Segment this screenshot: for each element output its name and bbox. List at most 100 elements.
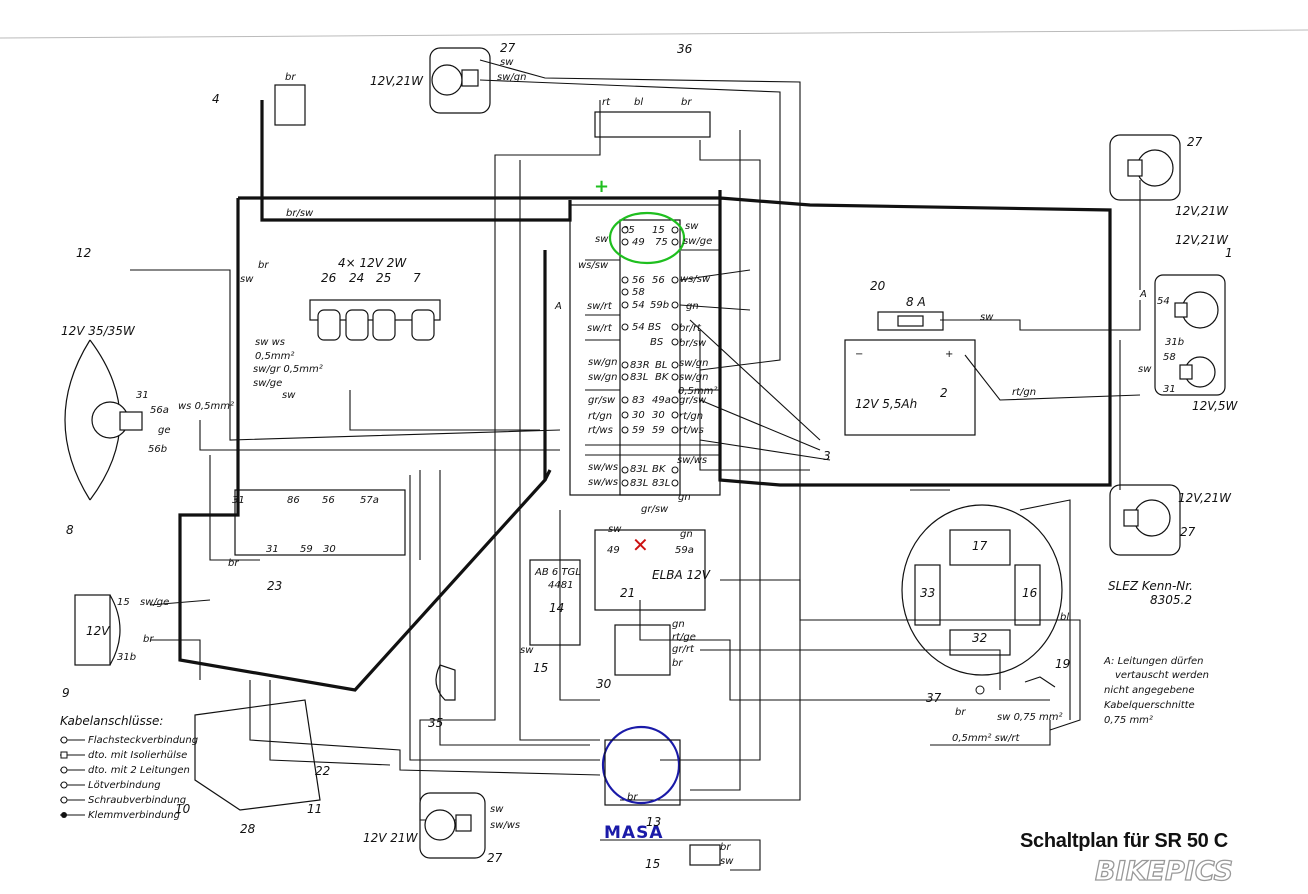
label-14: 14 bbox=[549, 601, 564, 615]
switch-block-23 bbox=[234, 489, 406, 556]
wire-tag: bl bbox=[634, 97, 643, 108]
term-75: 75 bbox=[655, 237, 668, 248]
label-32: 32 bbox=[972, 631, 987, 645]
term-bk-2: BK bbox=[652, 464, 667, 475]
magneto-slez bbox=[901, 504, 1063, 676]
label-36: 36 bbox=[677, 42, 693, 56]
label-27a: 27 bbox=[500, 41, 516, 55]
wire-tag: br bbox=[143, 634, 154, 645]
wire-tag: 56a bbox=[150, 405, 169, 416]
legend-symbols bbox=[60, 736, 85, 818]
term-bs: BS bbox=[650, 337, 664, 348]
wire-tag: sw bbox=[240, 274, 254, 285]
wire-tag: 31b bbox=[117, 652, 136, 663]
wire-tag: 0,5mm² sw/rt bbox=[952, 733, 1020, 744]
wire-tag: gr/sw bbox=[588, 395, 616, 406]
term-59b: 59b bbox=[650, 300, 669, 311]
note-line: A: Leitungen dürfen bbox=[1103, 656, 1204, 667]
main-harness bbox=[178, 100, 1112, 692]
wire-tag: 86 bbox=[287, 495, 300, 506]
legend-item: Schraubverbindung bbox=[88, 795, 186, 806]
fuse-element bbox=[897, 315, 924, 327]
term-83l-3: 83L bbox=[630, 478, 648, 489]
term-58: 58 bbox=[632, 287, 645, 298]
spec-lamp-right-top: 12V,21W bbox=[1175, 204, 1229, 218]
term-59a: 59 bbox=[632, 425, 645, 436]
wire-tag: sw/gn bbox=[497, 72, 526, 83]
label-9: 9 bbox=[62, 686, 70, 700]
wire-tag: gn bbox=[672, 619, 685, 630]
wire-tag: sw/rt bbox=[587, 323, 613, 334]
label-4: 4 bbox=[212, 92, 220, 106]
label-27c: 27 bbox=[487, 851, 503, 865]
wire-tag: sw bbox=[685, 221, 699, 232]
wire-tag: 56 bbox=[322, 495, 335, 506]
wire-tag: sw bbox=[595, 234, 609, 245]
label-15a: 15 bbox=[533, 661, 548, 675]
legend-item: Lötverbindung bbox=[88, 780, 161, 791]
wire-tag: 59 bbox=[300, 544, 313, 555]
spec-lamp-right-mid: 12V,21W bbox=[1175, 233, 1229, 247]
wire-tag: br bbox=[627, 792, 638, 803]
blue-highlight-circle bbox=[601, 725, 681, 805]
label-35: 35 bbox=[428, 716, 443, 730]
label-27d: 27 bbox=[1180, 525, 1196, 539]
label-28: 28 bbox=[240, 822, 256, 836]
label-7: 7 bbox=[413, 271, 421, 285]
note-line: Kabelquerschnitte bbox=[1104, 700, 1195, 711]
term-49: 49 bbox=[632, 237, 645, 248]
term-59b2: 59 bbox=[652, 425, 665, 436]
wire-tag: sw bbox=[520, 645, 534, 656]
term-bl: BL bbox=[655, 360, 667, 371]
horn-35 bbox=[435, 664, 456, 701]
spec-lamp-top: 12V,21W bbox=[370, 74, 424, 88]
wire-tag: sw/ge bbox=[683, 236, 712, 247]
label-22: 22 bbox=[315, 764, 330, 778]
headlamp-8 bbox=[64, 339, 143, 501]
flasher-14 bbox=[529, 559, 581, 646]
note-line: 0,75 mm² bbox=[1104, 715, 1153, 726]
label-24: 24 bbox=[349, 271, 364, 285]
label-11: 11 bbox=[307, 802, 322, 816]
term-30b: 30 bbox=[652, 410, 665, 421]
term-15: 15 bbox=[652, 225, 665, 236]
spec-headlamp: 12V 35/35W bbox=[61, 324, 136, 338]
spec-lamp-bottom: 12V 21W bbox=[363, 831, 419, 845]
wire-tag: sw bbox=[720, 856, 734, 867]
legend-heading: Kabelanschlüsse: bbox=[60, 714, 163, 728]
coil-33 bbox=[914, 564, 941, 626]
wire-tag: sw bbox=[1138, 364, 1152, 375]
wire-tag: sw/ws bbox=[588, 477, 618, 488]
wire-tag: 0,5mm² bbox=[255, 351, 294, 362]
wire-tag: br bbox=[258, 260, 269, 271]
wire-tag: 31 bbox=[1163, 384, 1176, 395]
wire-tag: br/sw bbox=[679, 338, 707, 349]
label-21: 21 bbox=[620, 586, 635, 600]
wire-tag: A bbox=[1139, 289, 1147, 300]
label-27b: 27 bbox=[1187, 135, 1203, 149]
switch-19 bbox=[1024, 676, 1056, 688]
wire-tag: sw ws bbox=[255, 337, 285, 348]
term-83l-4: 83L bbox=[652, 478, 670, 489]
term-54: 54 bbox=[632, 300, 645, 311]
terminal-board: 85 15 49 75 56 56 58 54 59b 54 BS BS 83R… bbox=[569, 204, 751, 496]
green-plus-mark: + bbox=[594, 176, 609, 197]
wire-tag: sw bbox=[490, 804, 504, 815]
spec-regulator: ELBA 12V bbox=[652, 568, 711, 582]
wire-tag: ws/sw bbox=[578, 260, 609, 271]
wire-tag: sw/ws bbox=[490, 820, 520, 831]
wire-tag: gn bbox=[678, 492, 691, 503]
spec-lamp-right-low: 12V,21W bbox=[1178, 491, 1232, 505]
battery-2 bbox=[844, 339, 976, 436]
label-15b: 15 bbox=[645, 857, 660, 871]
wire-tag: 15 bbox=[117, 597, 130, 608]
wire-tag: rt bbox=[602, 97, 611, 108]
wire-tag: sw/gn bbox=[588, 372, 617, 383]
switch-37 bbox=[975, 685, 985, 695]
wire-tag: 58 bbox=[1163, 352, 1176, 363]
legend-item: dto. mit Isolierhülse bbox=[88, 750, 187, 761]
lamp-1-right bbox=[1154, 274, 1226, 396]
wire-tag: br bbox=[228, 558, 239, 569]
term-49a: 49a bbox=[652, 395, 671, 406]
